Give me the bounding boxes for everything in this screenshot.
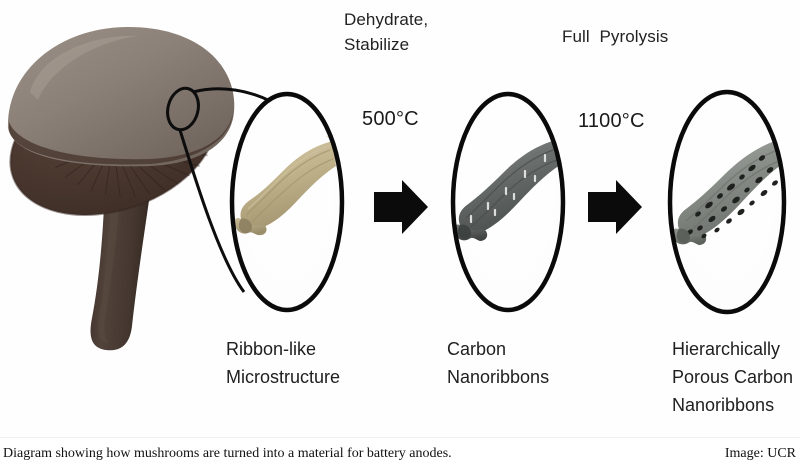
stage-2-inset bbox=[450, 91, 566, 313]
ribbon-end-face bbox=[238, 218, 252, 234]
temperature-label-step-2: 1100°C bbox=[578, 110, 645, 132]
figure-caption: Diagram showing how mushrooms are turned… bbox=[3, 446, 452, 461]
ridge-dashes bbox=[469, 153, 547, 224]
stem-highlight bbox=[97, 180, 121, 343]
transition-label-step-2: Full Pyrolysis bbox=[562, 27, 669, 46]
ribbon-end-face bbox=[676, 228, 690, 244]
ribbon-body bbox=[240, 141, 336, 230]
ribbon-body bbox=[458, 140, 560, 235]
image-credit: Image: UCR bbox=[724, 446, 796, 461]
stage-2-circle-outline bbox=[450, 91, 566, 313]
stage-3-label: Hierarchically Porous Carbon Nanoribbons bbox=[672, 339, 794, 415]
mushroom-illustration bbox=[7, 26, 235, 351]
callout-line-bottom bbox=[178, 129, 246, 293]
temperature-label-step-1: 500°C bbox=[362, 108, 419, 130]
stage-1-circle-outline bbox=[229, 91, 345, 313]
stage-1-inset bbox=[229, 91, 345, 313]
callout-line-top bbox=[192, 87, 271, 103]
stage-2-label: Carbon Nanoribbons bbox=[447, 339, 550, 387]
magnifier-callout bbox=[166, 86, 271, 293]
callout-focus-ellipse bbox=[166, 86, 200, 132]
pores bbox=[687, 155, 778, 239]
stage-3-circle-outline bbox=[667, 89, 787, 315]
stage-3-inset bbox=[667, 89, 787, 315]
transition-label-step-1: Dehydrate, Stabilize bbox=[344, 10, 429, 54]
cap-highlight bbox=[30, 35, 138, 100]
right-arrow-icon-2 bbox=[588, 180, 642, 234]
right-arrow-icon-1 bbox=[374, 180, 428, 234]
ribbon-end-face bbox=[457, 224, 471, 240]
mushroom-cap bbox=[7, 26, 235, 167]
caption-bar: Diagram showing how mushrooms are turned… bbox=[0, 437, 800, 470]
stage-1-label: Ribbon-like Microstructure bbox=[226, 339, 341, 387]
